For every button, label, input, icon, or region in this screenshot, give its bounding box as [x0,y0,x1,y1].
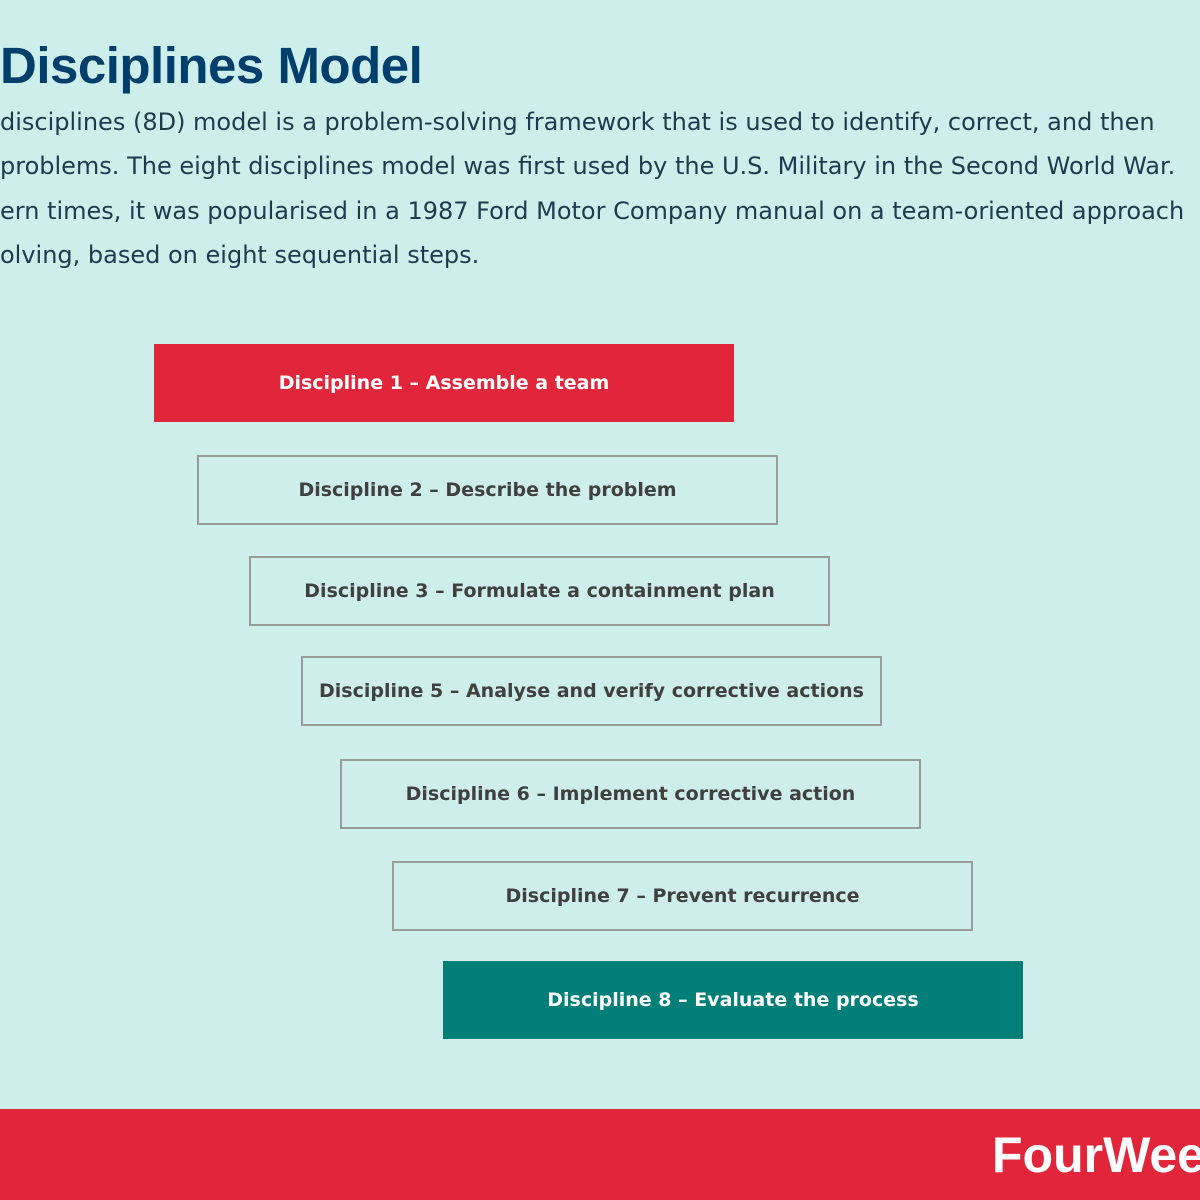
description-line-2: problems. The eight disciplines model wa… [0,152,1176,180]
brand-logo-text: FourWee [992,1127,1200,1183]
discipline-2-label: Discipline 2 – Describe the problem [298,479,677,501]
discipline-8-label: Discipline 8 – Evaluate the process [547,989,919,1011]
discipline-2-box: Discipline 2 – Describe the problem [197,455,778,525]
page-title: Disciplines Model [0,37,423,94]
discipline-3-box: Discipline 3 – Formulate a containment p… [249,556,830,626]
discipline-7-label: Discipline 7 – Prevent recurrence [505,885,860,907]
discipline-5-label: Discipline 5 – Analyse and verify correc… [319,680,864,702]
discipline-6-label: Discipline 6 – Implement corrective acti… [405,783,856,805]
description-line-3: ern times, it was popularised in a 1987 … [0,197,1185,225]
description-line-4: olving, based on eight sequential steps. [0,241,480,269]
discipline-5-box: Discipline 5 – Analyse and verify correc… [301,656,882,726]
discipline-1-box: Discipline 1 – Assemble a team [154,344,734,422]
discipline-6-box: Discipline 6 – Implement corrective acti… [340,759,921,829]
discipline-3-label: Discipline 3 – Formulate a containment p… [304,580,775,602]
footer-bar: FourWee [0,1109,1200,1200]
discipline-8-box: Discipline 8 – Evaluate the process [443,961,1023,1039]
discipline-7-box: Discipline 7 – Prevent recurrence [392,861,973,931]
description-line-1: disciplines (8D) model is a problem-solv… [0,108,1155,136]
discipline-1-label: Discipline 1 – Assemble a team [278,372,610,394]
